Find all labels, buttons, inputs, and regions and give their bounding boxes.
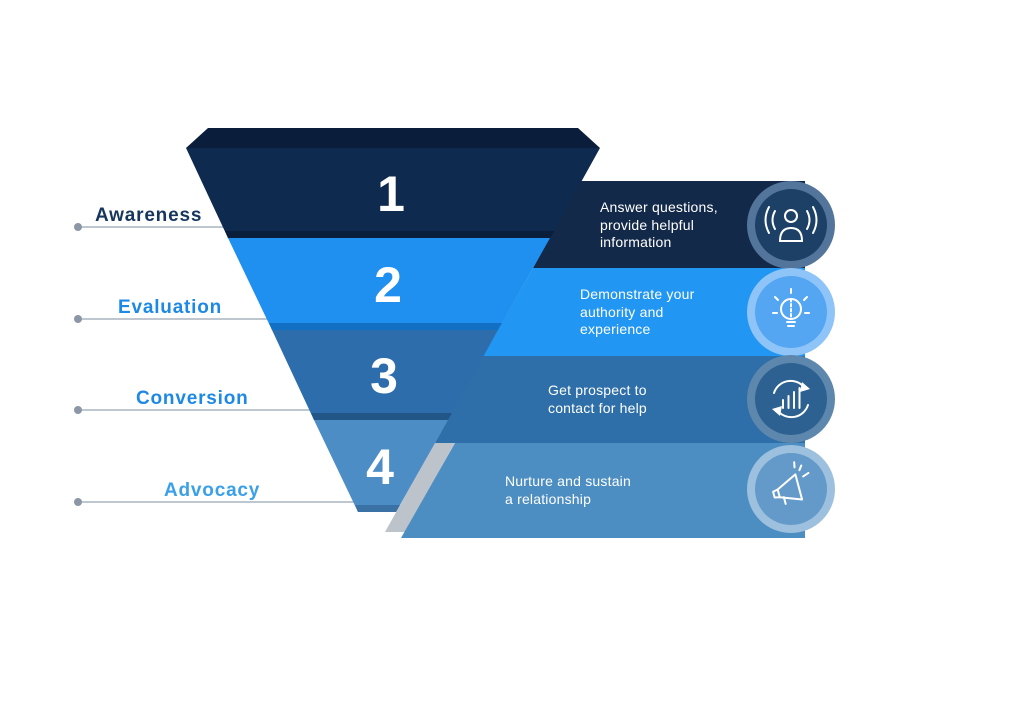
funnel-numbers: 1 2 3 4	[366, 166, 405, 495]
bulb-rays	[772, 288, 810, 314]
leader-dot-conversion	[74, 406, 82, 414]
stage-labels: Awareness Evaluation Conversion Advocacy	[95, 205, 260, 501]
leader-dot-advocacy	[74, 498, 82, 506]
stage-description-evaluation: Demonstrate your authority and experienc…	[580, 286, 695, 337]
ribbon-evaluation	[483, 268, 805, 356]
badge-disc-advocacy	[755, 453, 827, 525]
megaphone-icon	[772, 461, 810, 505]
sound-wave-left-inner	[771, 210, 776, 230]
stage-description-advocacy: Nurture and sustain a relationship	[505, 473, 631, 507]
funnel-band-conversion-bevel	[311, 413, 452, 420]
person-body	[778, 226, 804, 242]
broadcast-person-icon	[764, 206, 818, 242]
stage-label-conversion: Conversion	[136, 388, 249, 409]
stage-description-conversion: Get prospect to contact for help	[548, 382, 647, 416]
ribbon-advocacy	[401, 443, 805, 538]
sound-wave-left-outer	[764, 206, 770, 234]
funnel-number-2: 2	[374, 257, 402, 313]
cycle-arrow-top	[773, 379, 805, 394]
funnel-band-awareness-bevel	[225, 231, 554, 238]
chart-bars	[782, 387, 801, 409]
funnel-band-advocacy	[314, 420, 448, 512]
stage-label-evaluation: Evaluation	[118, 297, 222, 318]
funnel-number-3: 3	[370, 348, 398, 404]
lightbulb-icon	[772, 288, 810, 327]
funnel-band-evaluation	[228, 238, 550, 330]
megaphone-handle	[782, 496, 787, 505]
cycle-arrow-bottom	[777, 404, 809, 419]
funnel-band-awareness	[186, 148, 600, 238]
sound-wave-right-inner	[806, 210, 811, 230]
cycle-arrowhead-top	[800, 382, 810, 392]
cycle-arrowhead-bottom	[772, 406, 782, 416]
badge-disc-conversion	[755, 363, 827, 435]
person-head	[784, 209, 798, 223]
megaphone-sound-lines	[793, 461, 810, 478]
stage-label-advocacy: Advocacy	[164, 480, 260, 501]
funnel-bands	[186, 148, 600, 512]
funnel-number-1: 1	[377, 166, 405, 222]
ribbons	[401, 181, 805, 538]
funnel-band-evaluation-bevel	[269, 323, 502, 330]
funnel-number-4: 4	[366, 439, 394, 495]
badge-disc-awareness	[755, 189, 827, 261]
leader-dot-awareness	[74, 223, 82, 231]
funnel-band-advocacy-bevel	[355, 505, 400, 512]
funnel-band-conversion	[272, 330, 498, 420]
megaphone-back	[772, 488, 781, 499]
megaphone-horn	[776, 473, 804, 501]
bulb-base	[786, 321, 796, 327]
ribbon-conversion	[435, 356, 805, 443]
sound-wave-right-outer	[812, 206, 818, 234]
stage-label-awareness: Awareness	[95, 205, 202, 226]
stage-description-awareness: Answer questions, provide helpful inform…	[600, 199, 718, 250]
ribbon-awareness	[533, 181, 805, 268]
leader-dot-evaluation	[74, 315, 82, 323]
growth-cycle-icon	[772, 379, 810, 419]
funnel-top-face	[186, 128, 600, 148]
